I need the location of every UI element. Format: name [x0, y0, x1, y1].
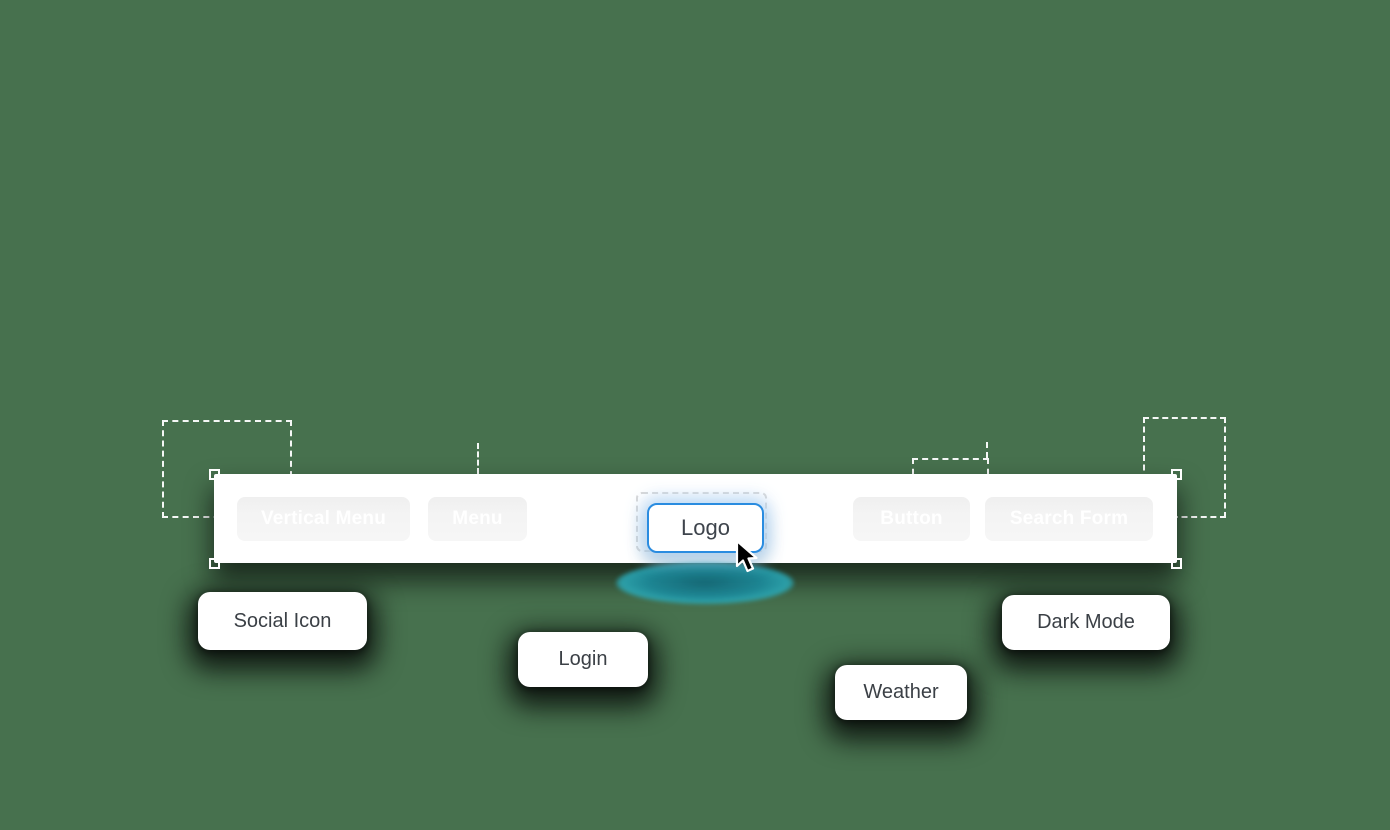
widget-weather[interactable]: Weather	[835, 665, 967, 720]
selection-handle-top-left[interactable]	[209, 469, 220, 480]
ghost-widget-button: Button	[853, 497, 970, 541]
drop-zone-menu-edge	[477, 443, 479, 474]
widget-login[interactable]: Login	[518, 632, 648, 687]
mouse-cursor-icon	[735, 539, 761, 579]
selection-handle-bottom-left[interactable]	[209, 558, 220, 569]
widget-dark-mode[interactable]: Dark Mode	[1002, 595, 1170, 650]
drag-glow	[616, 562, 794, 604]
ghost-widget-vertical-menu: Vertical Menu	[237, 497, 410, 541]
ghost-widget-menu: Menu	[428, 497, 527, 541]
widget-social-icon[interactable]: Social Icon	[198, 592, 367, 650]
drop-zone-button-edge	[986, 442, 988, 458]
widget-logo[interactable]: Logo	[647, 503, 764, 553]
selection-handle-top-right[interactable]	[1171, 469, 1182, 480]
ghost-widget-search-form: Search Form	[985, 497, 1153, 541]
selection-handle-bottom-right[interactable]	[1171, 558, 1182, 569]
drop-zone-right	[1143, 417, 1226, 518]
